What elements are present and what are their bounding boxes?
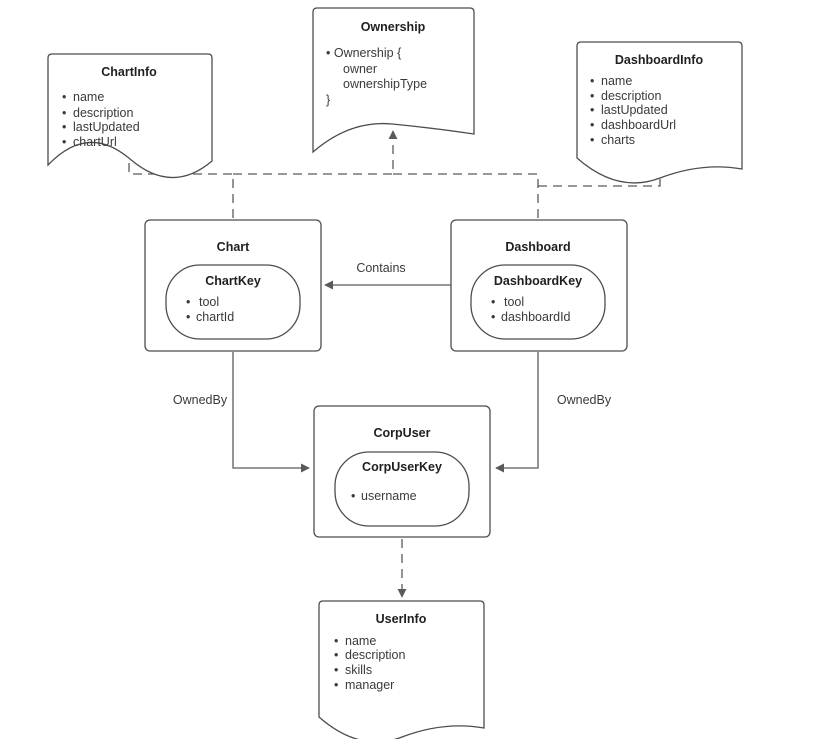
node-item-name: name [73,90,104,104]
node-userinfo[interactable]: UserInfo • name • description • skills •… [318,600,485,739]
node-ownership[interactable]: Ownership • Ownership { owner ownershipT… [312,7,475,154]
node-chart[interactable]: Chart ChartKey • tool • chartId [144,219,322,352]
node-item-charturl: chartUrl [73,135,117,149]
node-title-chart: Chart [217,240,250,254]
node-item-ownershiptype: ownershipType [343,77,427,91]
node-item-username: username [361,489,417,503]
node-item-dashboardurl: dashboardUrl [601,118,676,132]
edge-label-ownedby-right: OwnedBy [557,393,612,407]
node-title-ownership: Ownership [361,20,426,34]
edge-dashboard-to-ownership [393,173,539,218]
node-item: • [334,648,338,662]
node-item: • [590,133,594,147]
node-dashboardinfo[interactable]: DashboardInfo • name • description • las… [576,41,743,184]
node-item: • [491,310,495,324]
node-item-description: description [73,106,133,120]
node-title-chartinfo: ChartInfo [101,65,157,79]
node-item: • [491,295,495,309]
node-item-tool: tool [504,295,524,309]
node-item-description: description [601,89,661,103]
node-item-tool: tool [199,295,219,309]
node-title-dashboardinfo: DashboardInfo [615,53,704,67]
node-chartinfo[interactable]: ChartInfo • name • description • lastUpd… [47,53,213,179]
node-item-name: name [345,634,376,648]
node-item-charts: charts [601,133,635,147]
edge-label-ownedby-left: OwnedBy [173,393,228,407]
node-item-owner: owner [343,62,377,76]
node-item: • [351,489,355,503]
edge-label-contains: Contains [356,261,405,275]
node-item: • [62,135,66,149]
node-item: • [334,663,338,677]
node-item: • [62,120,66,134]
node-title-corpuserkey: CorpUserKey [362,460,442,474]
node-item-ownership-close: } [326,93,330,107]
node-item: • [590,89,594,103]
node-item-description: description [345,648,405,662]
edge-dashboard-to-dashboardinfo [538,149,665,187]
node-corpuser[interactable]: CorpUser CorpUserKey • username [313,405,491,538]
node-item-manager: manager [345,678,394,692]
node-item: • [590,74,594,88]
node-item: • [186,295,190,309]
node-title-chartkey: ChartKey [205,274,261,288]
node-title-dashboardkey: DashboardKey [494,274,582,288]
node-item-ownership-open: • Ownership { [326,46,401,60]
node-item: • [62,90,66,104]
node-dashboard[interactable]: Dashboard DashboardKey • tool • dashboar… [450,219,628,352]
edge-ownedby-dashboard: OwnedBy [495,352,612,473]
node-item: • [590,118,594,132]
edge-chart-to-ownership [233,130,398,175]
node-title-userinfo: UserInfo [376,612,427,626]
node-title-dashboard: Dashboard [505,240,570,254]
node-item-lastupdated: lastUpdated [73,120,140,134]
node-item-lastupdated: lastUpdated [601,103,668,117]
node-item-dashboardid: dashboardId [501,310,571,324]
node-title-corpuser: CorpUser [374,426,431,440]
edge-ownedby-chart: OwnedBy [173,352,310,473]
node-item: • [334,678,338,692]
edge-contains: Contains [324,261,451,290]
node-item-skills: skills [345,663,372,677]
node-item: • [590,103,594,117]
node-item-chartid: chartId [196,310,234,324]
node-item-name: name [601,74,632,88]
node-item: • [334,634,338,648]
node-item: • [186,310,190,324]
node-item: • [62,106,66,120]
